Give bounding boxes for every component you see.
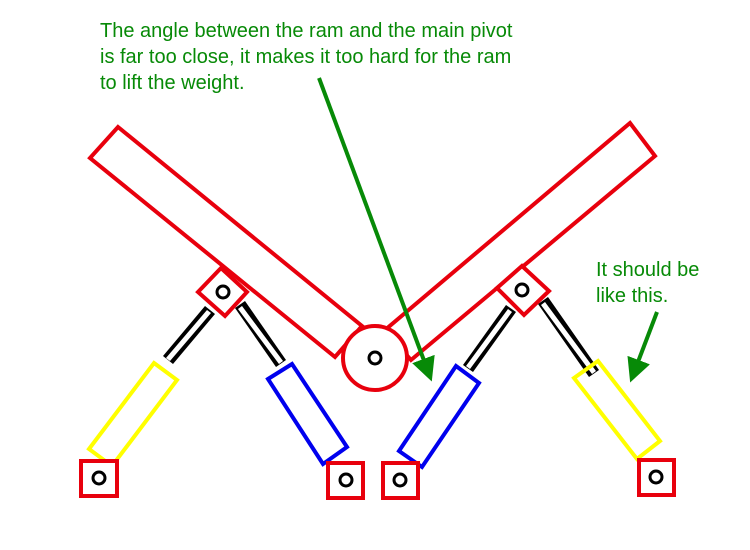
left-good-ram-cylinder bbox=[86, 360, 180, 469]
left-bad-ram-rod bbox=[235, 301, 286, 367]
left-arm bbox=[87, 124, 365, 360]
left-bad-ram-base-pin-icon bbox=[338, 472, 354, 488]
right-bad-ram-base-mount bbox=[381, 461, 420, 500]
main-pivot bbox=[341, 324, 409, 392]
main-note-arrow bbox=[317, 77, 435, 382]
right-bad-ram-base-pin-icon bbox=[392, 472, 408, 488]
right-bad-ram-cylinder bbox=[396, 363, 482, 470]
right-good-ram-rod bbox=[538, 297, 599, 377]
right-good-ram-base-mount bbox=[637, 458, 676, 497]
left-good-ram-base-pin-icon bbox=[91, 470, 107, 486]
annotation-side-note: It should be like this. bbox=[596, 259, 700, 307]
right-arm bbox=[382, 120, 658, 363]
right-good-ram-cylinder bbox=[571, 358, 663, 462]
left-arm-mount bbox=[195, 265, 250, 319]
side-note-arrow bbox=[627, 311, 659, 383]
annotation-main-note: The angle between the ram and the main p… bbox=[100, 20, 513, 94]
right-arm-mount-pin-icon bbox=[514, 282, 530, 298]
left-good-ram-rod bbox=[163, 306, 215, 364]
left-bad-ram-cylinder bbox=[265, 361, 350, 467]
left-arm-mount-pin-icon bbox=[215, 284, 231, 300]
right-arm-mount bbox=[494, 263, 552, 318]
left-good-ram-base-mount bbox=[79, 459, 119, 498]
main-pivot-pin-icon bbox=[367, 350, 383, 366]
right-good-ram-base-pin-icon bbox=[648, 469, 664, 485]
left-bad-ram-base-mount bbox=[326, 461, 365, 500]
right-bad-ram-rod bbox=[463, 305, 516, 372]
